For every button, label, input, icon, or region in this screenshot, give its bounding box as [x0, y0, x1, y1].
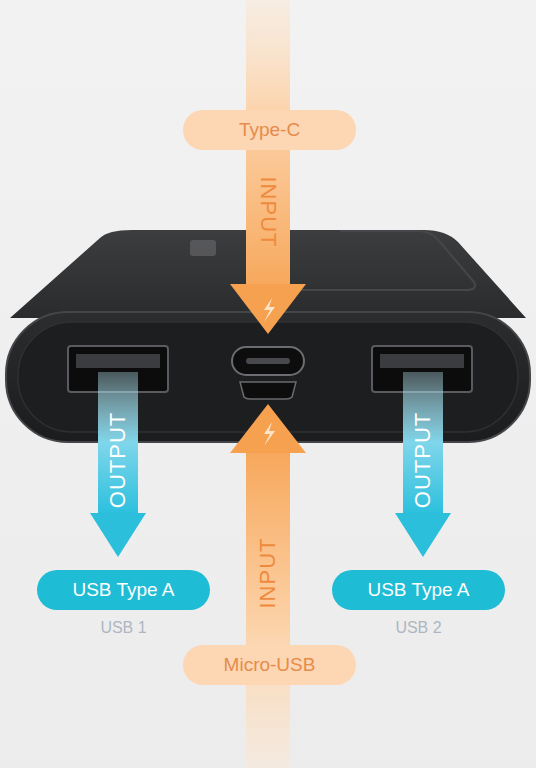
arrow-head	[90, 513, 146, 557]
arrow-band	[98, 372, 138, 514]
port-pill: Micro-USB	[183, 645, 356, 685]
arrow-label: INPUT	[255, 538, 281, 609]
output-arrow-right	[395, 372, 451, 557]
port-name: USB Type A	[367, 579, 469, 601]
arrow-head	[230, 404, 306, 453]
usb-c-port	[232, 347, 304, 375]
usb-a-tongue	[380, 354, 464, 368]
logo-mark	[190, 240, 216, 256]
port-number: USB 1	[37, 619, 210, 637]
arrow-band	[246, 452, 290, 768]
usb-c-tongue	[246, 358, 290, 364]
port-pill: Type-C	[183, 110, 356, 150]
bolt-symbol	[264, 422, 275, 446]
arrow-label: OUTPUT	[105, 412, 131, 508]
bolt-symbol	[264, 298, 275, 322]
port-name: USB Type A	[72, 579, 174, 601]
output-arrow-left	[90, 372, 146, 557]
top-panel	[300, 231, 475, 290]
port-pill: USB Type AUSB 1	[37, 570, 210, 610]
port-pill: USB Type AUSB 2	[332, 570, 505, 610]
arrow-head	[395, 513, 451, 557]
arrow-band	[403, 372, 443, 514]
port-name: Micro-USB	[224, 654, 316, 676]
arrow-label: OUTPUT	[410, 412, 436, 508]
port-name: Type-C	[239, 119, 300, 141]
micro-usb-port	[240, 382, 296, 399]
arrow-label: INPUT	[255, 177, 281, 248]
input-arrow-bottom	[230, 404, 306, 768]
input-arrow-top	[230, 0, 306, 334]
arrow-head	[230, 284, 306, 334]
usb-a-tongue	[76, 354, 160, 368]
port-number: USB 2	[332, 619, 505, 637]
